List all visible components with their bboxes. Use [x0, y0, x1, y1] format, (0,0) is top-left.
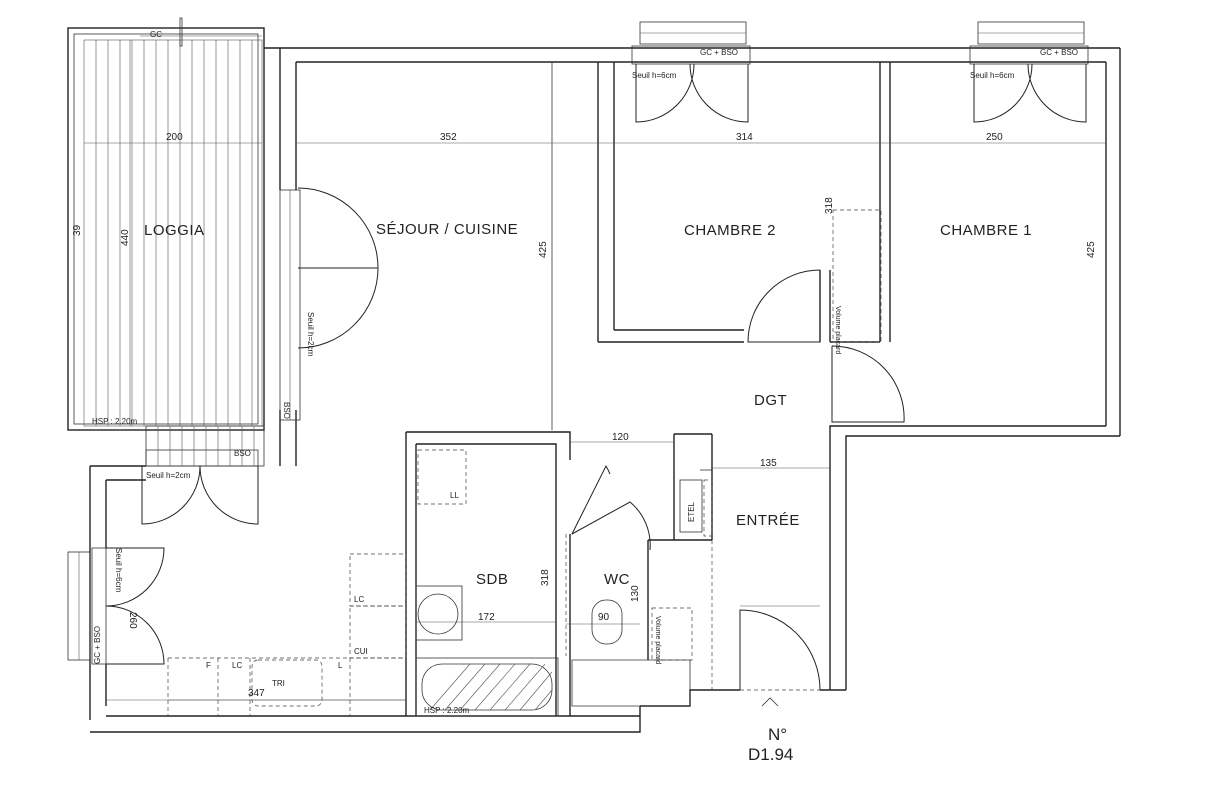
- dim-loggia-height: 440: [120, 229, 131, 246]
- room-labels: LOGGIA SÉJOUR / CUISINE CHAMBRE 2 CHAMBR…: [144, 221, 1032, 588]
- label-gc-bso-2: GC + BSO: [1040, 48, 1078, 57]
- doors: [105, 63, 1087, 691]
- dim-left-window: 260: [127, 612, 138, 629]
- label-gc-bso-left: GC + BSO: [93, 626, 102, 664]
- label-etel: ETEL: [687, 501, 696, 522]
- dim-chambre1-height: 425: [1086, 241, 1097, 258]
- dim-sejour-width: 352: [440, 132, 457, 143]
- label-cui: CUI: [354, 647, 368, 656]
- label-gc-bso-1: GC + BSO: [700, 48, 738, 57]
- label-sejour: SÉJOUR / CUISINE: [376, 221, 518, 238]
- dim-placard-height: 318: [824, 197, 835, 214]
- unit-number: D1.94: [748, 745, 793, 764]
- unit-marker: N° D1.94: [748, 697, 793, 764]
- windows: [67, 17, 1089, 665]
- label-wc: WC: [604, 571, 630, 588]
- loggia: [67, 27, 265, 467]
- label-bso-1: BSO: [282, 402, 291, 419]
- label-gc-top: GC: [150, 30, 162, 39]
- label-lc-2: LC: [232, 661, 242, 670]
- label-loggia: LOGGIA: [144, 222, 205, 239]
- outer-walls: [89, 47, 1121, 733]
- label-f: F: [206, 661, 211, 670]
- label-volume-placard-1: Volume placard: [834, 306, 841, 354]
- fixtures: [167, 449, 713, 717]
- dim-kitchen-length: 347: [248, 688, 265, 699]
- label-entree: ENTRÉE: [736, 512, 800, 529]
- dim-sejour-height: 425: [538, 241, 549, 258]
- label-chambre1: CHAMBRE 1: [940, 222, 1032, 239]
- label-bso-2: BSO: [234, 449, 251, 458]
- label-l: L: [338, 661, 343, 670]
- label-hsp-sdb: HSP : 2.20m: [424, 706, 470, 715]
- label-volume-placard-2: Volume placard: [654, 616, 661, 664]
- label-seuil-2: Seuil h=6cm: [970, 71, 1015, 80]
- dim-wc-height: 130: [630, 585, 641, 602]
- dim-entree-width: 135: [760, 458, 777, 469]
- label-ll: LL: [450, 491, 459, 500]
- annotations: GC GC + BSO GC + BSO Seuil h=6cm Seuil h…: [92, 30, 1078, 715]
- dim-sdb-height: 318: [540, 569, 551, 586]
- dim-chambre2-width: 314: [736, 132, 753, 143]
- label-seuil-vert: Seuil h=2cm: [306, 312, 315, 357]
- label-seuil-2cm: Seuil h=2cm: [146, 471, 191, 480]
- label-dgt: DGT: [754, 392, 787, 409]
- label-chambre2: CHAMBRE 2: [684, 222, 776, 239]
- label-hsp-loggia: HSP : 2.20m: [92, 417, 138, 426]
- interior-walls: [106, 62, 1106, 716]
- dim-chambre1-width: 250: [986, 132, 1003, 143]
- dim-sdb-width: 172: [478, 612, 495, 623]
- dim-loggia-side: 39: [72, 224, 83, 236]
- label-lc-1: LC: [354, 595, 364, 604]
- label-seuil-left: Seuil h=6cm: [114, 548, 123, 593]
- label-seuil-1: Seuil h=6cm: [632, 71, 677, 80]
- label-sdb: SDB: [476, 571, 508, 588]
- dim-loggia-width: 200: [166, 132, 183, 143]
- label-tri: TRI: [272, 679, 285, 688]
- dimension-labels: 200 352 314 250 425 425 440 39 318 318 1…: [72, 132, 1097, 699]
- unit-label: N°: [768, 725, 787, 744]
- dim-wc-width: 90: [598, 612, 610, 623]
- dim-dgt-width: 120: [612, 432, 629, 443]
